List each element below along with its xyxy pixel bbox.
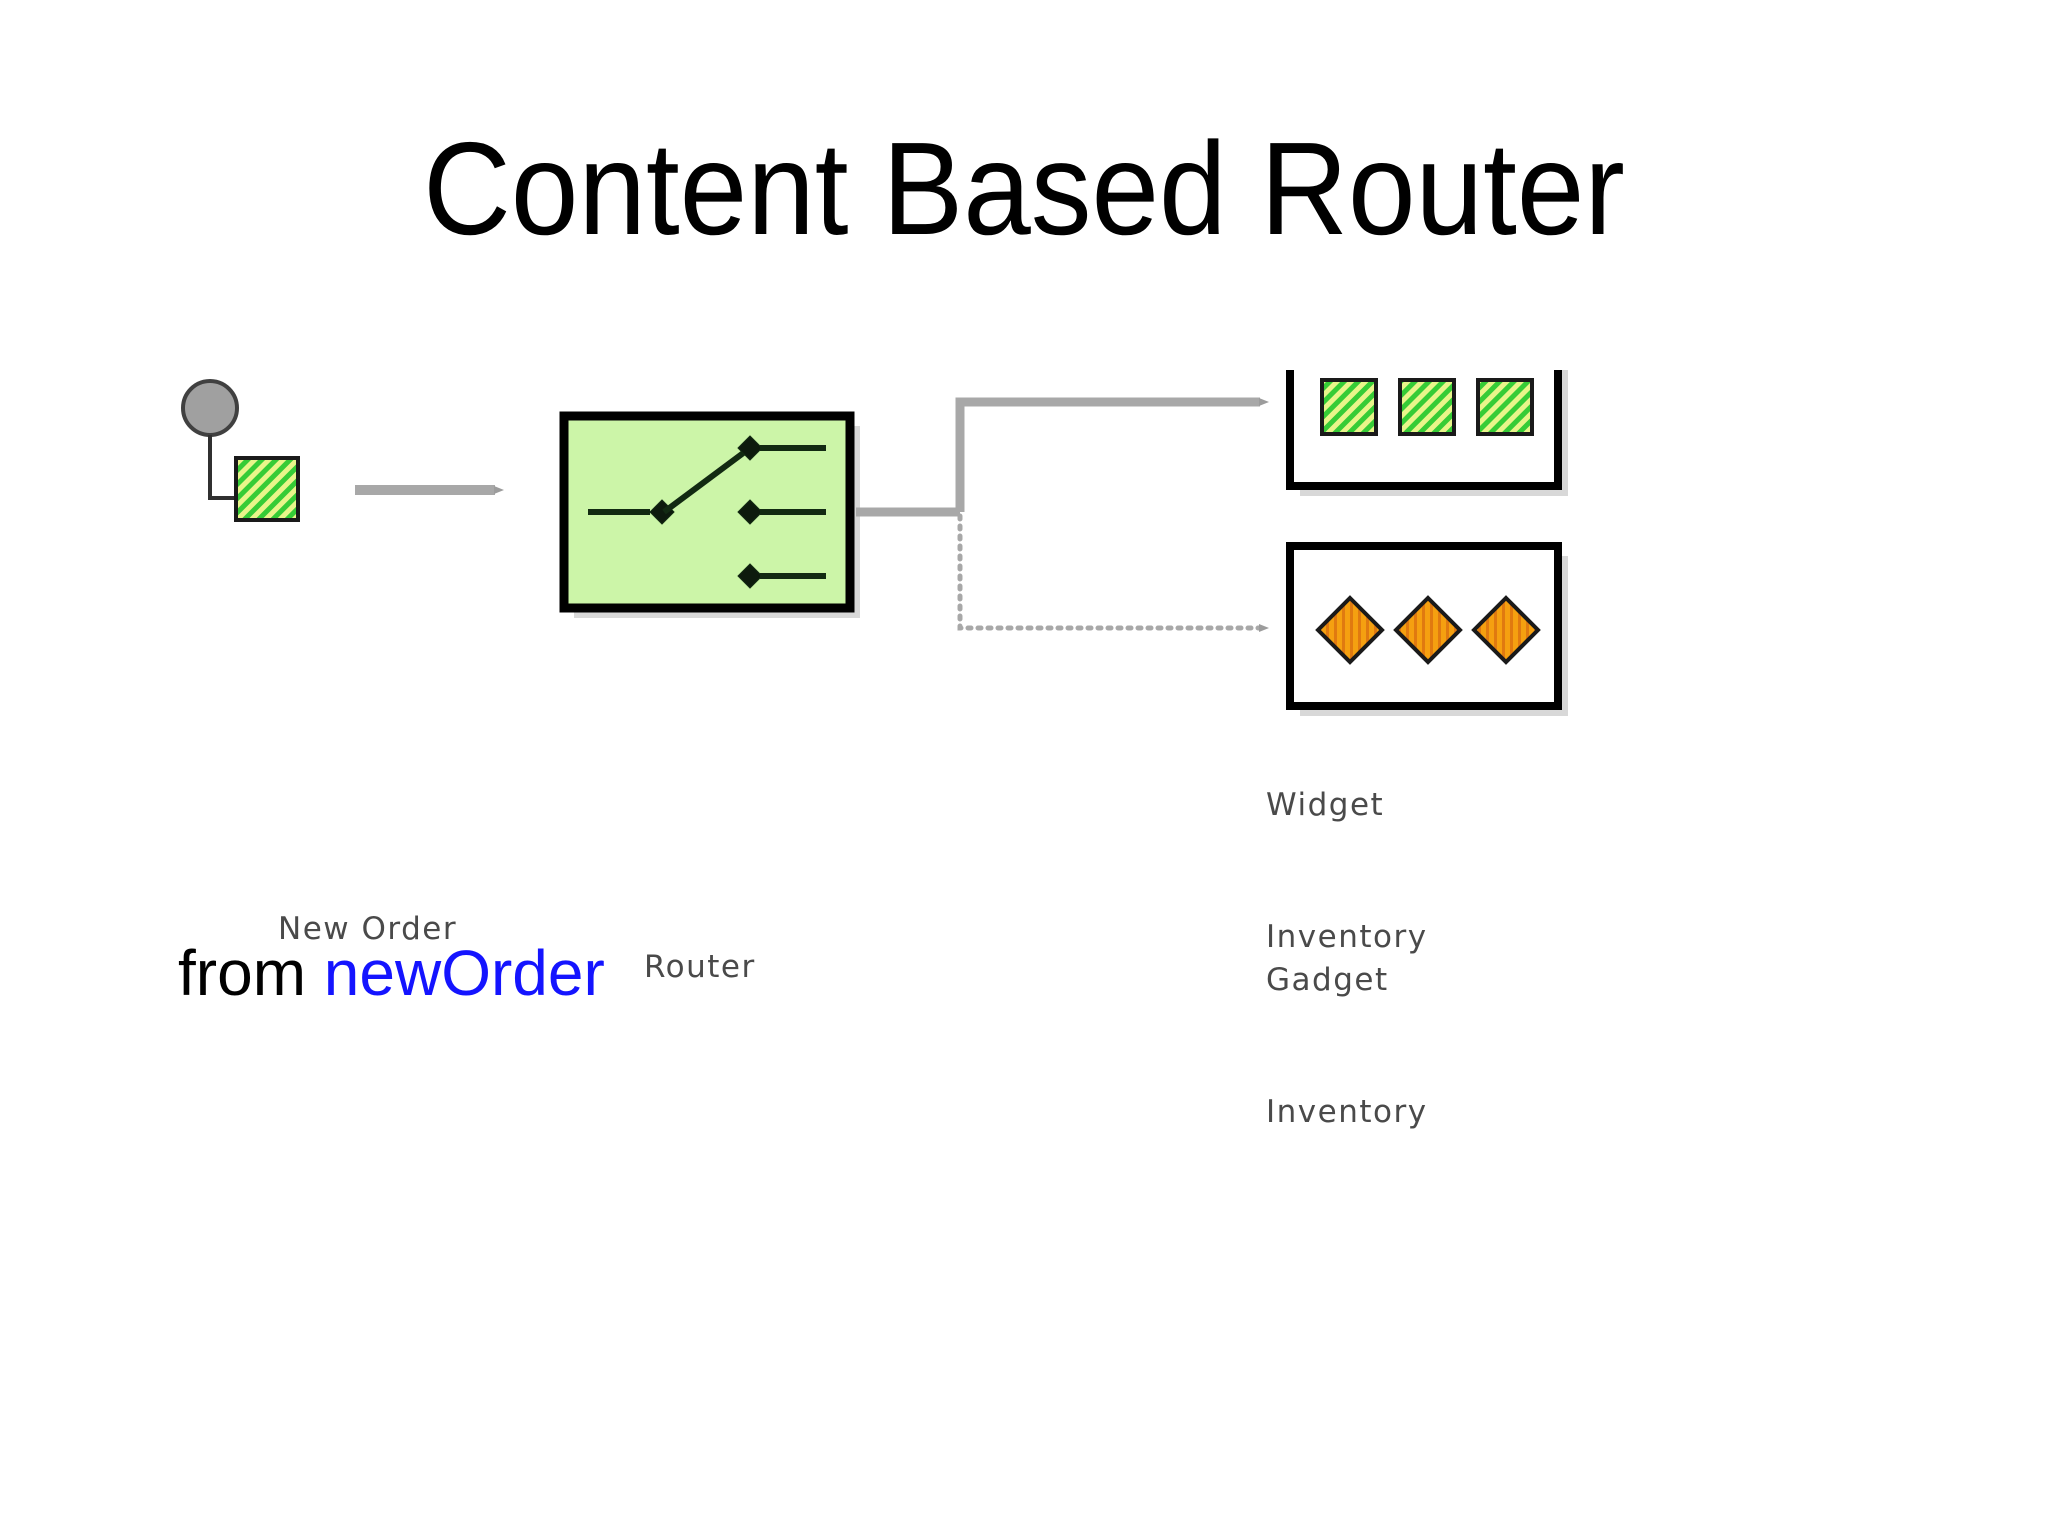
connector-router-to-widget-inventory bbox=[856, 397, 1269, 517]
page-title: Content Based Router bbox=[423, 115, 1625, 262]
list-item bbox=[1471, 595, 1541, 665]
gadget-inventory-items bbox=[1315, 595, 1541, 665]
body-keyword-text: newOrder bbox=[323, 937, 605, 1009]
widget-inventory-items bbox=[1320, 378, 1534, 436]
router-label: Router bbox=[644, 949, 756, 985]
list-item bbox=[1398, 378, 1456, 436]
gadget-inventory-label-line1: Gadget bbox=[1266, 962, 1389, 998]
list-item bbox=[1476, 378, 1534, 436]
widget-inventory-label-line2: Inventory bbox=[1266, 919, 1428, 955]
list-item bbox=[1320, 378, 1378, 436]
new-order-label: New Order bbox=[278, 911, 458, 947]
widget-inventory-label: Widget Inventory bbox=[1266, 695, 1428, 1047]
node-widget-inventory bbox=[1286, 370, 1568, 496]
list-item bbox=[1393, 595, 1463, 665]
gadget-inventory-label: Gadget Inventory bbox=[1266, 870, 1428, 1222]
connector-router-to-gadget-inventory bbox=[957, 513, 1269, 632]
widget-inventory-label-line1: Widget bbox=[1266, 787, 1385, 823]
body-prefix-text: from bbox=[178, 937, 324, 1009]
diagram-canvas bbox=[181, 370, 1568, 716]
slide-body-text: from newOrder bbox=[178, 938, 605, 1008]
list-item bbox=[1315, 595, 1385, 665]
node-new-order bbox=[181, 379, 300, 522]
gadget-inventory-label-line2: Inventory bbox=[1266, 1094, 1428, 1130]
new-order-message bbox=[234, 456, 300, 522]
source-endpoint-circle bbox=[181, 379, 239, 437]
node-router bbox=[559, 411, 860, 618]
router-switch-symbol bbox=[588, 435, 826, 589]
node-gadget-inventory bbox=[1286, 542, 1568, 716]
content-based-router-diagram: New Order Router Widget Inventory Gadget… bbox=[150, 370, 1950, 1130]
